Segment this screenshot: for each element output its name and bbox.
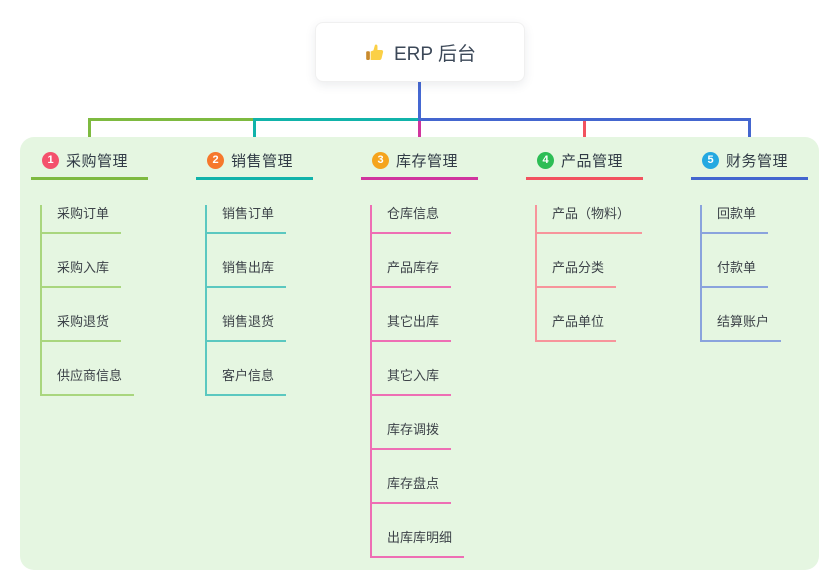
child-node[interactable]: 销售订单 [207, 205, 287, 234]
child-node[interactable]: 采购退货 [42, 313, 122, 342]
child-node[interactable]: 出库库明细 [372, 529, 465, 558]
child-node[interactable]: 客户信息 [207, 367, 287, 396]
branch-node-3[interactable]: 3 库存管理 [361, 148, 478, 180]
root-label: ERP 后台 [393, 43, 476, 65]
branch-label: 销售管理 [231, 153, 294, 170]
child-node[interactable]: 供应商信息 [42, 367, 135, 396]
branch-number-badge: 1 [42, 152, 59, 169]
root-node[interactable]: ERP 后台 [315, 22, 525, 82]
branch-label: 采购管理 [66, 153, 129, 170]
branch-label: 产品管理 [561, 153, 624, 170]
child-node[interactable]: 仓库信息 [372, 205, 452, 234]
branch-node-5[interactable]: 5 财务管理 [691, 148, 808, 180]
child-node[interactable]: 库存盘点 [372, 475, 452, 504]
child-node[interactable]: 其它出库 [372, 313, 452, 342]
branch-children: 回款单付款单结算账户 [700, 205, 808, 342]
branches-panel [20, 137, 819, 570]
child-node[interactable]: 付款单 [702, 259, 769, 288]
branch-label: 库存管理 [396, 153, 459, 170]
branch-column-1: 1 采购管理 采购订单采购入库采购退货供应商信息 [31, 148, 148, 396]
branch-number-badge: 2 [207, 152, 224, 169]
child-node[interactable]: 采购入库 [42, 259, 122, 288]
branch-number-badge: 3 [372, 152, 389, 169]
branch-label: 财务管理 [726, 153, 789, 170]
branch-node-4[interactable]: 4 产品管理 [526, 148, 643, 180]
branch-column-2: 2 销售管理 销售订单销售出库销售退货客户信息 [196, 148, 313, 396]
child-node[interactable]: 产品（物料） [537, 205, 643, 234]
branch-column-5: 5 财务管理 回款单付款单结算账户 [691, 148, 808, 342]
branch-children: 销售订单销售出库销售退货客户信息 [205, 205, 313, 396]
child-node[interactable]: 库存调拨 [372, 421, 452, 450]
branch-column-4: 4 产品管理 产品（物料） 产品分类产品单位 [526, 148, 643, 342]
child-node[interactable]: 结算账户 [702, 313, 782, 342]
child-node[interactable]: 销售退货 [207, 313, 287, 342]
branch-children: 采购订单采购入库采购退货供应商信息 [40, 205, 148, 396]
branch-column-3: 3 库存管理 仓库信息产品库存其它出库其它入库库存调拨库存盘点出库库明细 [361, 148, 478, 558]
branch-number-badge: 4 [537, 152, 554, 169]
child-node[interactable]: 采购订单 [42, 205, 122, 234]
child-node[interactable]: 产品分类 [537, 259, 617, 288]
branch-node-2[interactable]: 2 销售管理 [196, 148, 313, 180]
branch-number-badge: 5 [702, 152, 719, 169]
child-node[interactable]: 产品库存 [372, 259, 452, 288]
child-node[interactable]: 其它入库 [372, 367, 452, 396]
branch-node-1[interactable]: 1 采购管理 [31, 148, 148, 180]
branch-children: 产品（物料） 产品分类产品单位 [535, 205, 643, 342]
child-node[interactable]: 回款单 [702, 205, 769, 234]
thumbs-up-icon [364, 42, 385, 63]
child-node[interactable]: 销售出库 [207, 259, 287, 288]
branch-children: 仓库信息产品库存其它出库其它入库库存调拨库存盘点出库库明细 [370, 205, 478, 558]
child-node[interactable]: 产品单位 [537, 313, 617, 342]
